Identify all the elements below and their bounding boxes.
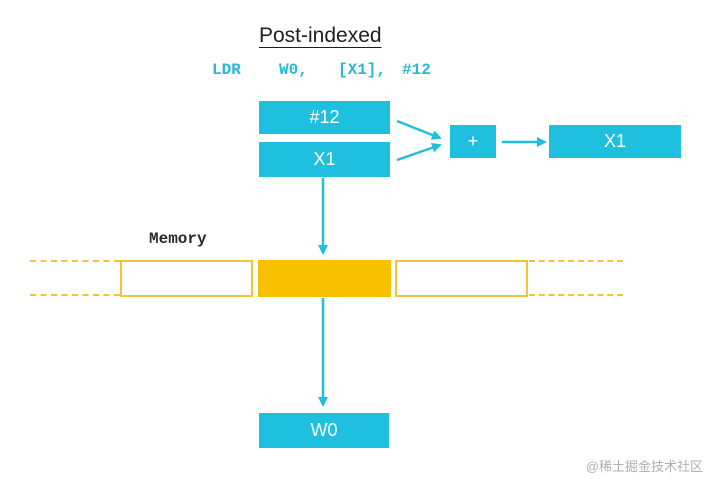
instruction-register: W0,	[279, 61, 308, 79]
instruction-mnemonic: LDR	[212, 61, 241, 79]
memory-dashed-line-bottom-left	[30, 294, 120, 296]
memory-cell-accessed	[258, 260, 391, 297]
base-register-box: X1	[259, 142, 390, 177]
memory-label: Memory	[149, 230, 207, 248]
plus-operator-box: +	[450, 125, 496, 158]
destination-register-box: W0	[259, 413, 389, 448]
memory-dashed-line-top-left	[30, 260, 120, 262]
instruction-address: [X1],	[338, 61, 387, 79]
instruction-offset: #12	[402, 61, 431, 79]
memory-dashed-line-top-right	[529, 260, 623, 262]
memory-cell-left	[120, 260, 253, 297]
diagram-title: Post-indexed	[259, 24, 382, 47]
base-to-plus-arrow	[396, 142, 442, 162]
offset-box: #12	[259, 101, 390, 134]
updated-register-box: X1	[549, 125, 681, 158]
offset-to-plus-arrow	[396, 119, 442, 140]
watermark-text: @稀土掘金技术社区	[585, 459, 703, 474]
memory-cell-right	[395, 260, 528, 297]
memory-dashed-line-bottom-right	[529, 294, 623, 296]
